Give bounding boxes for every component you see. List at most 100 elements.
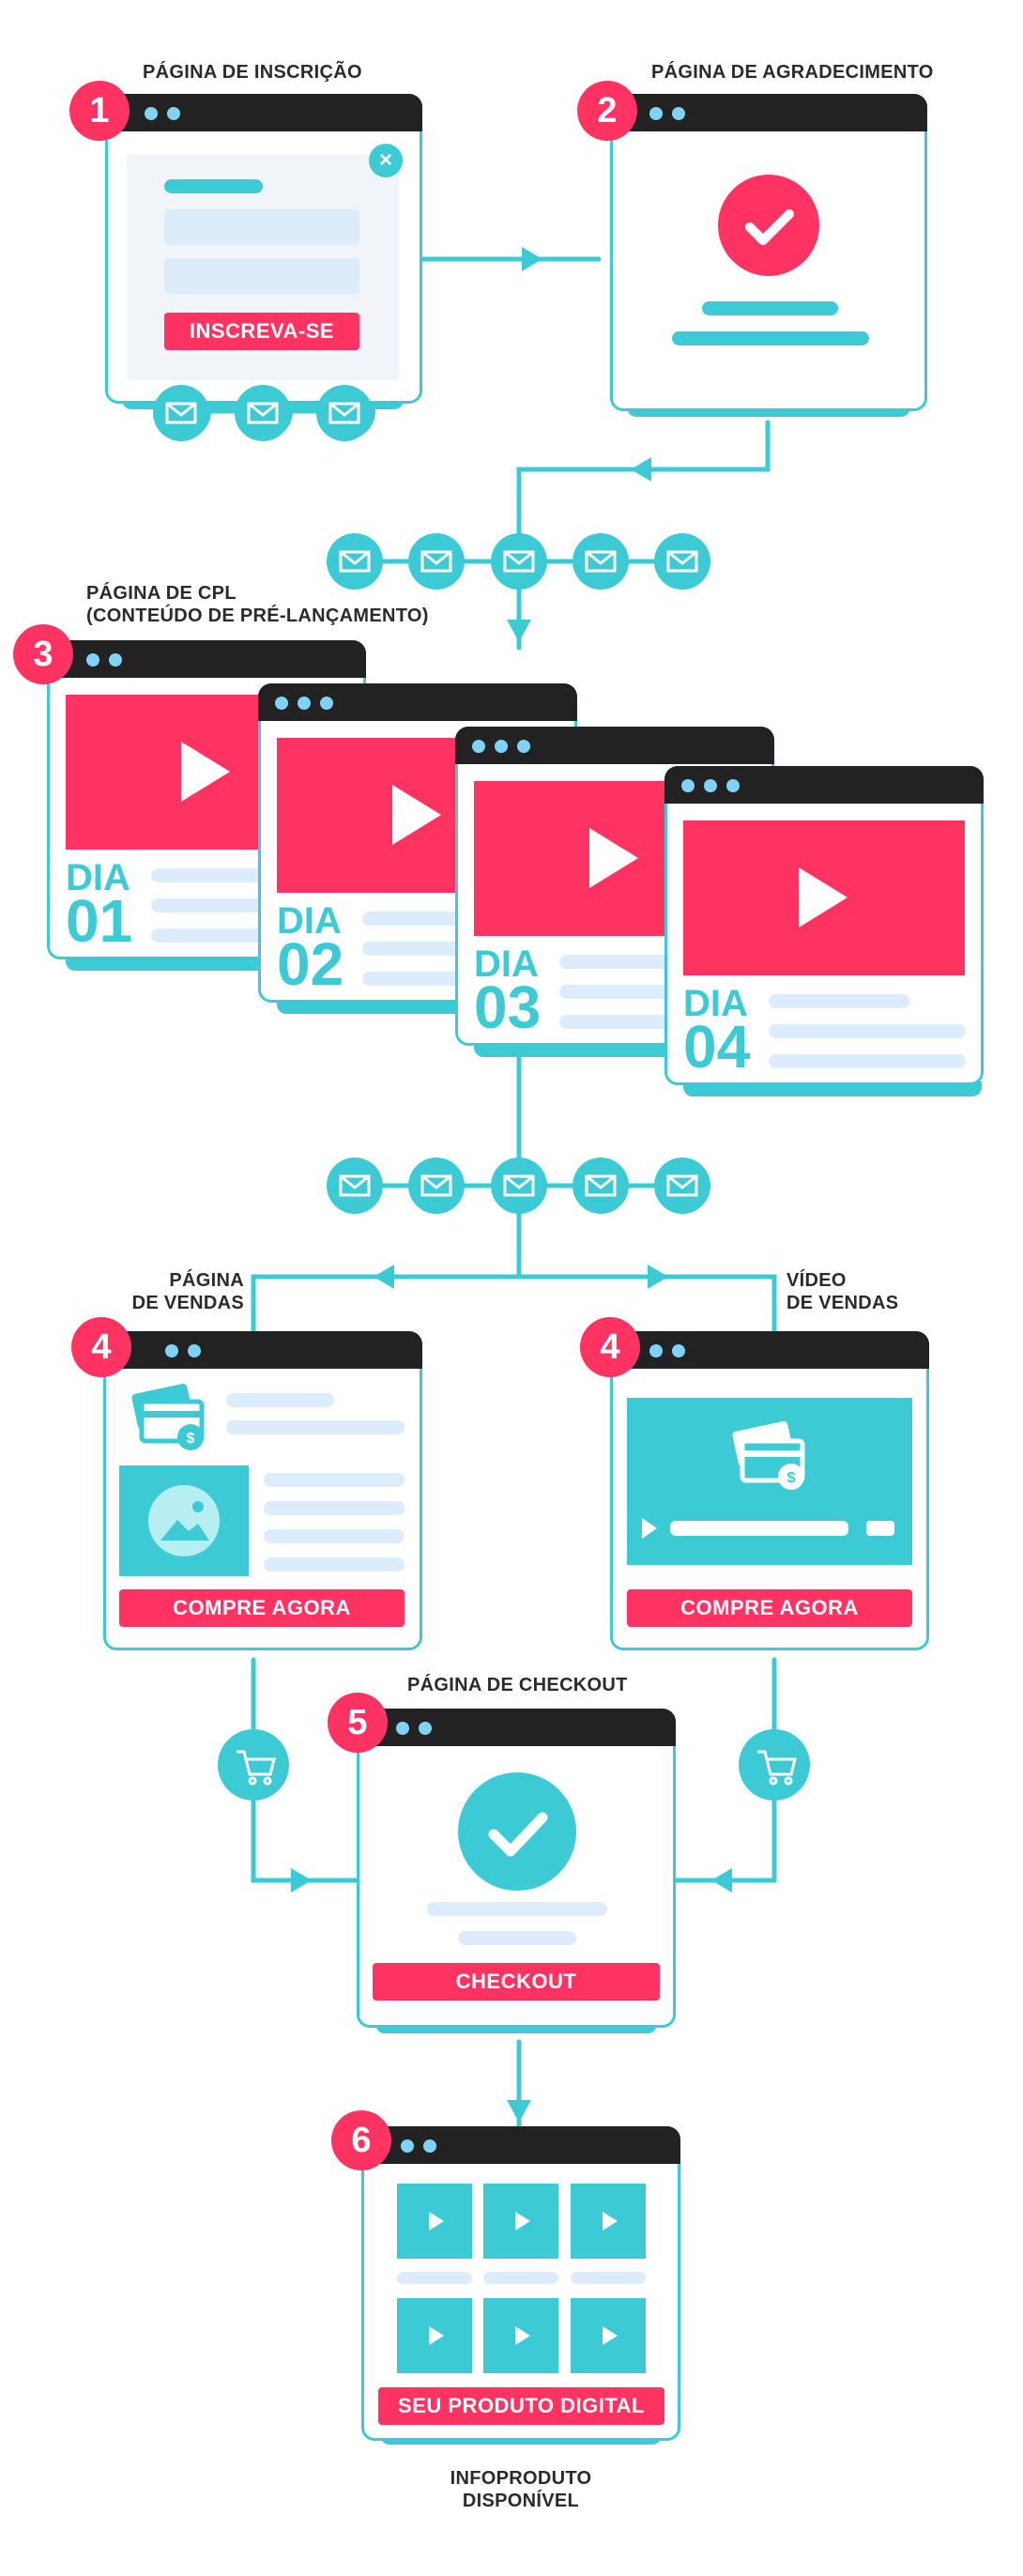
- step-label-line: (CONTEÚDO DE PRÉ-LANÇAMENTO): [86, 606, 429, 626]
- play-icon[interactable]: [642, 1518, 657, 1539]
- step-label-line: DE VENDAS: [131, 1293, 244, 1313]
- text-line: [226, 1420, 405, 1434]
- text-line: [427, 1902, 607, 1916]
- play-icon[interactable]: [799, 867, 847, 928]
- svg-text:$: $: [187, 1431, 195, 1447]
- step-label: PÁGINA DE CHECKOUT: [407, 1675, 628, 1695]
- step-label: PÁGINA DE INSCRIÇÃO: [143, 62, 362, 83]
- envelope-icon: [585, 550, 617, 573]
- step-label-line: DE VENDAS: [786, 1293, 899, 1313]
- envelope-icon: [339, 550, 371, 573]
- envelope-icon: [503, 550, 535, 573]
- envelope-icon: [339, 1174, 371, 1197]
- window-titlebar: [610, 94, 927, 131]
- step-number-badge: 1: [69, 81, 130, 141]
- cpl-window-shadow: [683, 1081, 982, 1096]
- buy-now-button[interactable]: COMPRE AGORA: [627, 1589, 912, 1627]
- step-number-badge: 4: [580, 1317, 640, 1377]
- buy-now-button[interactable]: COMPRE AGORA: [119, 1589, 405, 1627]
- text-line: [264, 1473, 405, 1487]
- envelope-badge: [153, 385, 209, 441]
- sales-video-player[interactable]: $: [627, 1398, 912, 1565]
- text-line: [769, 1024, 966, 1038]
- window-titlebar: [361, 2126, 680, 2164]
- credit-card-icon: $: [732, 1420, 805, 1490]
- envelope-badge: [316, 385, 373, 441]
- caption-line: DISPONÍVEL: [462, 2491, 580, 2511]
- envelope-icon: [420, 1174, 452, 1197]
- envelope-icon: [503, 1174, 535, 1197]
- thanks-text-line: [672, 331, 869, 345]
- checkmark-icon: [458, 1772, 576, 1891]
- lesson-video-thumb[interactable]: [397, 2184, 472, 2259]
- text-line: [769, 1054, 966, 1068]
- play-icon[interactable]: [515, 2212, 530, 2231]
- window-titlebar: [47, 640, 366, 678]
- credit-card-icon: $: [131, 1383, 205, 1450]
- play-icon[interactable]: [429, 2326, 444, 2345]
- text-line: [458, 1931, 576, 1945]
- lesson-video-thumb[interactable]: [483, 2298, 558, 2373]
- step-label: PÁGINA DE VENDAS: [131, 1269, 244, 1314]
- thanks-text-line: [702, 301, 838, 315]
- checkout-button[interactable]: CHECKOUT: [373, 1963, 660, 2001]
- window-titlebar: [258, 683, 577, 721]
- step-label-line: VÍDEO: [786, 1270, 847, 1291]
- play-icon[interactable]: [392, 785, 441, 845]
- final-caption: INFOPRODUTO DISPONÍVEL: [404, 2467, 638, 2512]
- checkout-page-window: CHECKOUT: [357, 1709, 676, 2028]
- text-line: [769, 994, 909, 1008]
- email-input[interactable]: [164, 258, 359, 294]
- checkmark-icon: [718, 175, 819, 276]
- subscribe-button[interactable]: INSCREVA-SE: [164, 313, 359, 350]
- play-icon[interactable]: [603, 2212, 618, 2231]
- text-line: [571, 2272, 646, 2284]
- step-label: PÁGINA DE CPL (CONTEÚDO DE PRÉ-LANÇAMENT…: [86, 582, 429, 627]
- lesson-video-thumb[interactable]: [571, 2184, 646, 2259]
- step-number-badge: 4: [71, 1317, 131, 1377]
- window-titlebar: [105, 94, 422, 131]
- thank-you-page-window: [610, 94, 927, 411]
- envelope-icon: [666, 550, 698, 573]
- sales-video-window: $ COMPRE AGORA: [610, 1331, 929, 1650]
- text-line: [264, 1557, 405, 1572]
- step-number-badge: 3: [13, 624, 73, 684]
- video-control[interactable]: [866, 1521, 894, 1536]
- text-line: [226, 1393, 334, 1407]
- play-icon[interactable]: [603, 2326, 618, 2345]
- video-player[interactable]: [683, 820, 965, 975]
- step-number-badge: 6: [331, 2110, 391, 2170]
- sales-page-window: $ COMPRE AGORA: [103, 1331, 422, 1650]
- cart-icon: [757, 1750, 797, 1786]
- lesson-video-thumb[interactable]: [483, 2184, 558, 2259]
- step-number-badge: 5: [328, 1693, 388, 1753]
- close-icon[interactable]: ×: [369, 144, 403, 177]
- name-input[interactable]: [164, 209, 359, 245]
- lesson-video-thumb[interactable]: [397, 2298, 472, 2373]
- text-line: [264, 1501, 405, 1515]
- step-label: PÁGINA DE AGRADECIMENTO: [651, 62, 934, 83]
- envelope-icon: [666, 1174, 698, 1197]
- play-icon[interactable]: [589, 828, 638, 888]
- video-progress-bar[interactable]: [670, 1521, 848, 1536]
- step-label: VÍDEO DE VENDAS: [786, 1269, 898, 1314]
- play-icon[interactable]: [429, 2212, 444, 2231]
- envelope-icon: [585, 1174, 617, 1197]
- digital-product-window: SEU PRODUTO DIGITAL: [361, 2126, 680, 2441]
- step-label-line: PÁGINA: [169, 1270, 244, 1291]
- play-icon[interactable]: [181, 742, 230, 802]
- window-titlebar: [357, 1709, 676, 1746]
- digital-product-button[interactable]: SEU PRODUTO DIGITAL: [378, 2387, 664, 2425]
- lesson-video-thumb[interactable]: [571, 2298, 646, 2373]
- text-line: [397, 2272, 472, 2284]
- envelope-icon: [420, 550, 452, 573]
- window-titlebar: [103, 1331, 422, 1369]
- text-line: [264, 1529, 405, 1543]
- play-icon[interactable]: [515, 2326, 530, 2345]
- form-title-bar: [164, 179, 263, 193]
